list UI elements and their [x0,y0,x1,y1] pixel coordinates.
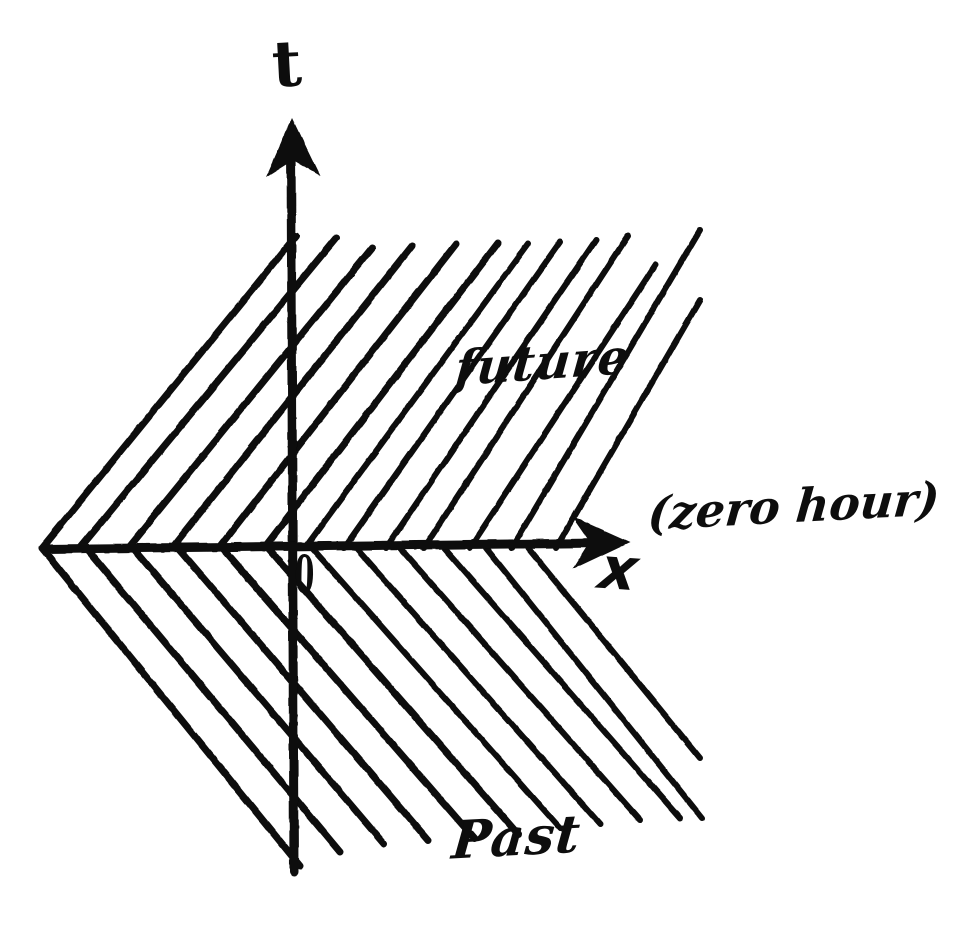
hatch-line [353,545,603,827]
hatch-line [441,545,683,821]
hatch-line [129,544,388,848]
hatch-line [264,544,522,838]
hatch-line [174,544,432,844]
hatch-line [302,241,531,551]
hatch-line [38,544,304,870]
time-axis-arrowhead [266,118,320,177]
hatch-line [509,227,703,551]
future-region-label: future [452,328,632,398]
hatch-line [525,545,703,761]
zero-hour-annotation: (zero hour) [645,471,942,541]
past-region-label: Past [449,803,584,872]
hatch-line [218,544,478,842]
time-axis-label: t [270,26,304,103]
hatch-line [341,239,563,551]
space-axis-arrowhead [572,516,630,569]
hatch-line [309,545,563,831]
future-region-hatching [38,227,703,552]
hatch-line [260,239,502,552]
hatch-line [553,297,703,551]
hatch-line [421,233,631,551]
hatch-line [215,240,460,552]
hatch-line [383,237,599,551]
hatch-line [483,545,705,821]
origin-label: 0 [293,544,315,607]
hatch-line [467,261,659,551]
space-axis [39,516,630,569]
hatch-line [124,244,376,552]
hatch-line [38,232,300,552]
time-axis [266,118,320,877]
hatch-line [397,545,643,823]
